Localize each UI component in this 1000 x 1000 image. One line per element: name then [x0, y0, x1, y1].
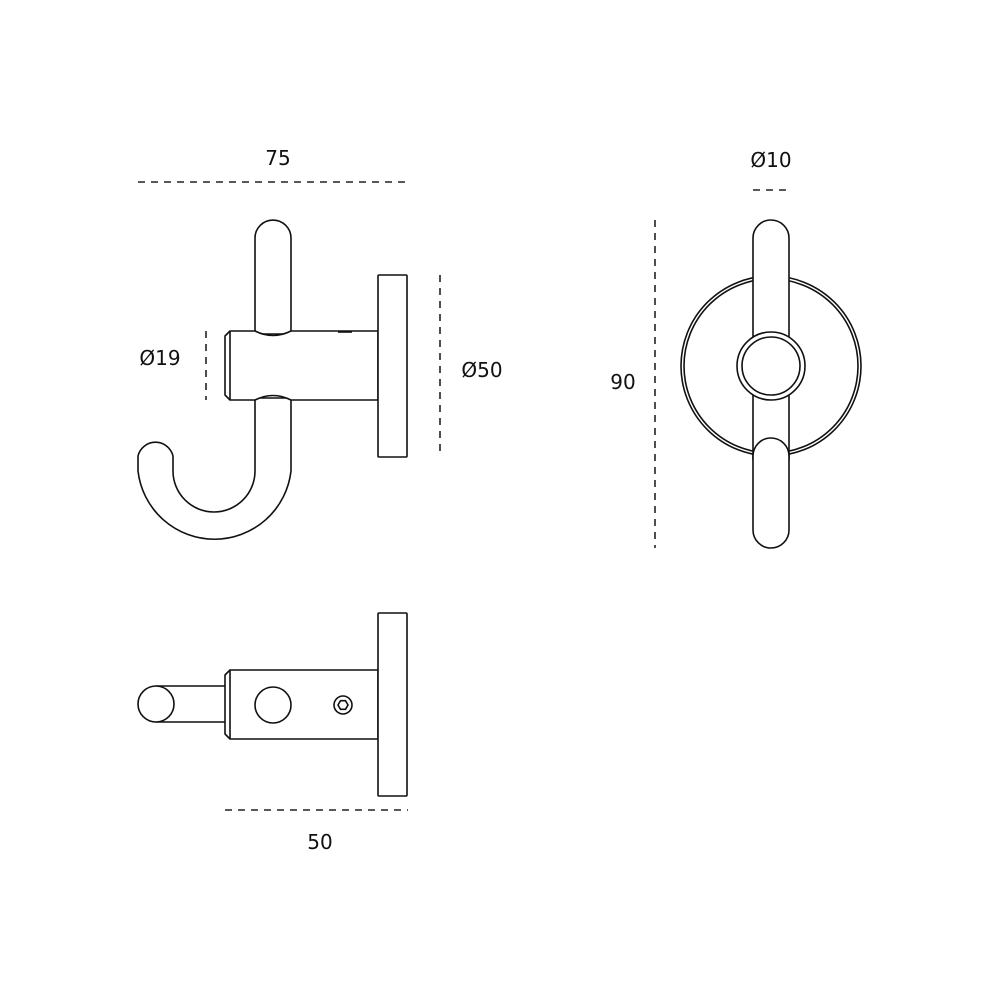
dim-label-height: 90 [610, 370, 635, 394]
hook-lower-arm [137, 397, 292, 540]
top-body [224, 669, 379, 740]
hook-body [224, 330, 379, 401]
top-view [137, 612, 408, 797]
dimension-lines: 75 Ø10 Ø19 Ø50 90 50 [138, 146, 792, 854]
side-view [137, 219, 408, 540]
hub-inner [741, 336, 801, 396]
dim-label-body: Ø19 [139, 346, 180, 370]
set-screw-icon [333, 695, 353, 715]
hook-upper-arm [254, 219, 292, 335]
arm-hole [254, 686, 292, 724]
rod-end [137, 685, 175, 723]
dim-label-rose: Ø50 [461, 358, 502, 382]
front-lower-arm [752, 437, 790, 549]
front-upper-arm [752, 219, 790, 341]
dim-label-depth: 75 [265, 146, 290, 170]
top-wall-plate [377, 612, 408, 797]
front-view [680, 219, 862, 549]
dim-label-rod: Ø10 [750, 148, 791, 172]
dim-label-length: 50 [307, 830, 332, 854]
hex-socket-icon [337, 699, 349, 711]
wall-plate [377, 274, 408, 458]
